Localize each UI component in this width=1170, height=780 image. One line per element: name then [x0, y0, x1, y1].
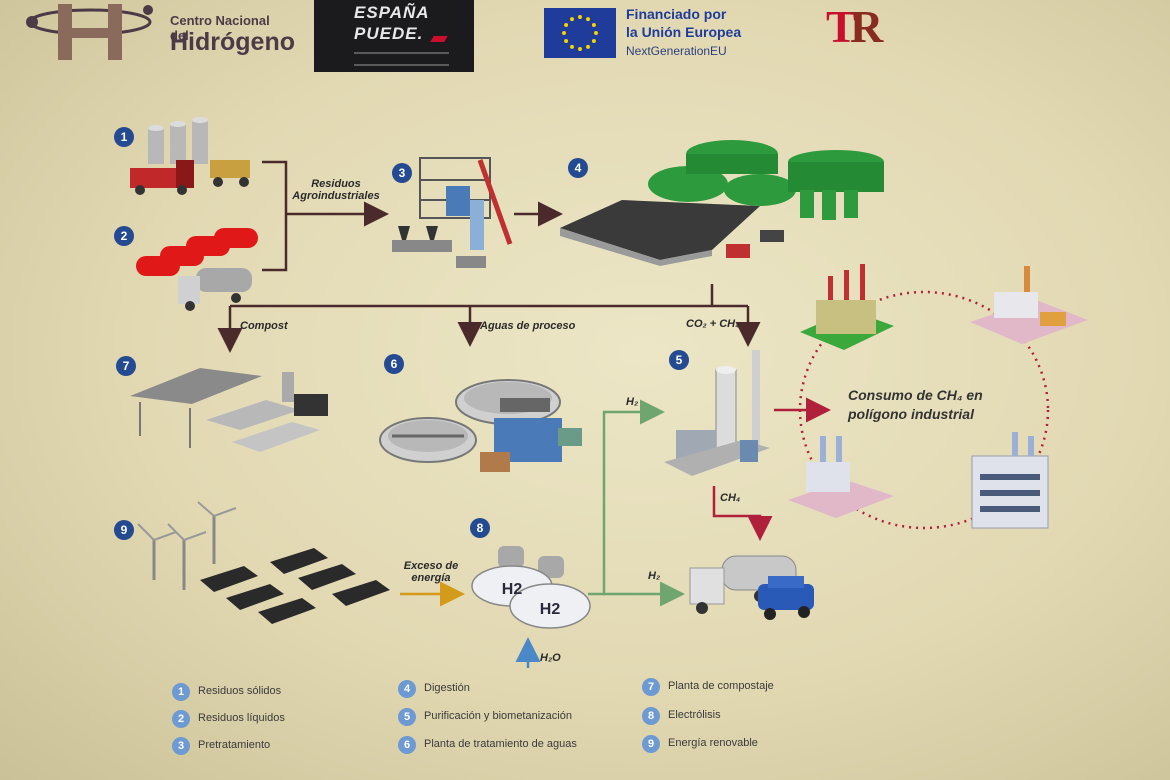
step-badge-5: 5	[669, 350, 689, 370]
tr-letter-t: T	[826, 1, 857, 52]
legend-label: Planta de compostaje	[668, 680, 774, 692]
eu-line-3: NextGenerationEU	[626, 44, 727, 58]
step-badge-3: 3	[392, 163, 412, 183]
h2-tank-label-1: H2	[502, 581, 523, 598]
eu-line-2: la Unión Europea	[626, 24, 742, 40]
step-badge-2: 2	[114, 226, 134, 246]
tr-letter-r: R	[850, 1, 884, 52]
consumo-line-1: Consumo de CH₄ en	[848, 387, 983, 403]
eu-star-icon	[586, 17, 590, 22]
cnh-h-icon	[26, 4, 153, 60]
co2-ch4-label: CO₂ + CH₄	[686, 318, 740, 330]
factory-pink-bottom-icon	[788, 436, 894, 518]
eu-funding-text: Financiado por la Unión Europea NextGene…	[626, 6, 741, 58]
solid-waste-trucks-icon	[130, 117, 250, 195]
digestion-plant-icon	[560, 140, 884, 266]
eu-star-icon	[562, 31, 566, 35]
cnh-logo: Centro Nacional del Hidrógeno	[20, 0, 295, 68]
h2-tank-label-2: H2	[540, 601, 561, 618]
legend-badge: 4	[398, 680, 416, 698]
water-treatment-plant-icon	[379, 379, 582, 472]
residuos-line-1: Residuos	[311, 178, 361, 190]
legend-label: Purificación y biometanización	[424, 710, 572, 722]
legend-badge: 9	[642, 735, 660, 753]
eu-line-1: Financiado por	[626, 6, 727, 22]
pretreatment-plant-icon	[392, 157, 513, 268]
cnh-name-small: Centro Nacional del	[170, 13, 270, 43]
legend-label: Energía renovable	[668, 737, 758, 749]
legend-badge: 1	[172, 683, 190, 701]
legend-badge: 6	[398, 736, 416, 754]
eu-star-icon	[570, 44, 574, 49]
solar-panels-icon	[200, 548, 390, 624]
eu-star-icon	[591, 39, 596, 43]
eu-star-icon	[564, 39, 569, 43]
electrolysis-tanks-icon: H2 H2	[471, 546, 591, 629]
legend-label: Planta de tratamiento de aguas	[424, 738, 577, 750]
consumo-line-2: polígono industrial	[848, 406, 974, 422]
digestion-output-connectors	[217, 284, 761, 353]
tr-logo: T R	[818, 0, 888, 56]
factory-green-icon	[800, 264, 894, 350]
step-badge-6: 6	[384, 354, 404, 374]
ch4-to-vehicles-arrow	[712, 486, 773, 541]
legend-badge: 2	[172, 710, 190, 728]
eu-star-icon	[591, 23, 596, 27]
h2-to-purification-arrow	[588, 399, 665, 596]
eu-star-icon	[586, 44, 590, 49]
eu-star-icon	[564, 23, 569, 27]
legend-label: Residuos líquidos	[198, 712, 285, 724]
eu-star-icon	[570, 17, 574, 22]
legend-label: Electrólisis	[668, 709, 721, 721]
step-badge-7: 7	[116, 356, 136, 376]
step-badge-8: 8	[470, 518, 490, 538]
step-badge-4: 4	[568, 158, 588, 178]
industrial-ring	[798, 290, 1050, 530]
eu-star-icon	[578, 15, 582, 19]
exceso-energia-label: Exceso de energía	[396, 560, 466, 584]
step-badge-9: 9	[114, 520, 134, 540]
waste-merge-connector	[262, 160, 389, 272]
espana-text: ESPAÑA	[354, 3, 430, 22]
factory-pink-top-icon	[970, 266, 1088, 344]
legend-label: Pretratamiento	[198, 739, 271, 751]
exceso-line-1: Exceso de	[403, 560, 459, 572]
h2o-label: H₂O	[540, 652, 561, 664]
eu-star-icon	[594, 31, 598, 35]
compost-label: Compost	[240, 320, 288, 332]
ch4-label: CH₄	[720, 492, 741, 504]
legend-label: Digestión	[424, 682, 470, 694]
aguas-proceso-label: Aguas de proceso	[480, 320, 576, 332]
purification-tower-icon	[664, 350, 770, 476]
legend-badge: 3	[172, 737, 190, 755]
factory-blue-icon	[971, 432, 1049, 529]
puede-text: PUEDE.	[354, 24, 424, 43]
composting-plant-icon	[130, 368, 328, 452]
liquid-waste-tankers-icon	[136, 228, 258, 311]
residuos-line-2: Agroindustriales	[292, 190, 380, 202]
legend-badge: 5	[398, 708, 416, 726]
exceso-line-2: energía	[411, 572, 451, 584]
wind-turbines-icon	[137, 501, 237, 590]
step-badge-1: 1	[114, 127, 134, 147]
espana-puede-logo: ESPAÑA PUEDE.	[314, 0, 474, 72]
espana-subline	[354, 52, 449, 66]
legend-badge: 7	[642, 678, 660, 696]
eu-star-icon	[578, 47, 582, 51]
legend-label: Residuos sólidos	[198, 685, 282, 697]
consumo-ch4-label: Consumo de CH₄ en polígono industrial	[848, 386, 983, 424]
h2-top-label: H₂	[626, 396, 639, 408]
eu-flag-icon	[544, 8, 616, 58]
gas-vehicles-icon	[689, 555, 814, 620]
cnh-name-big: Hidrógeno	[170, 28, 295, 56]
h2-bottom-label: H₂	[648, 570, 661, 582]
legend-badge: 8	[642, 707, 660, 725]
residuos-label: Residuos Agroindustriales	[286, 178, 386, 202]
